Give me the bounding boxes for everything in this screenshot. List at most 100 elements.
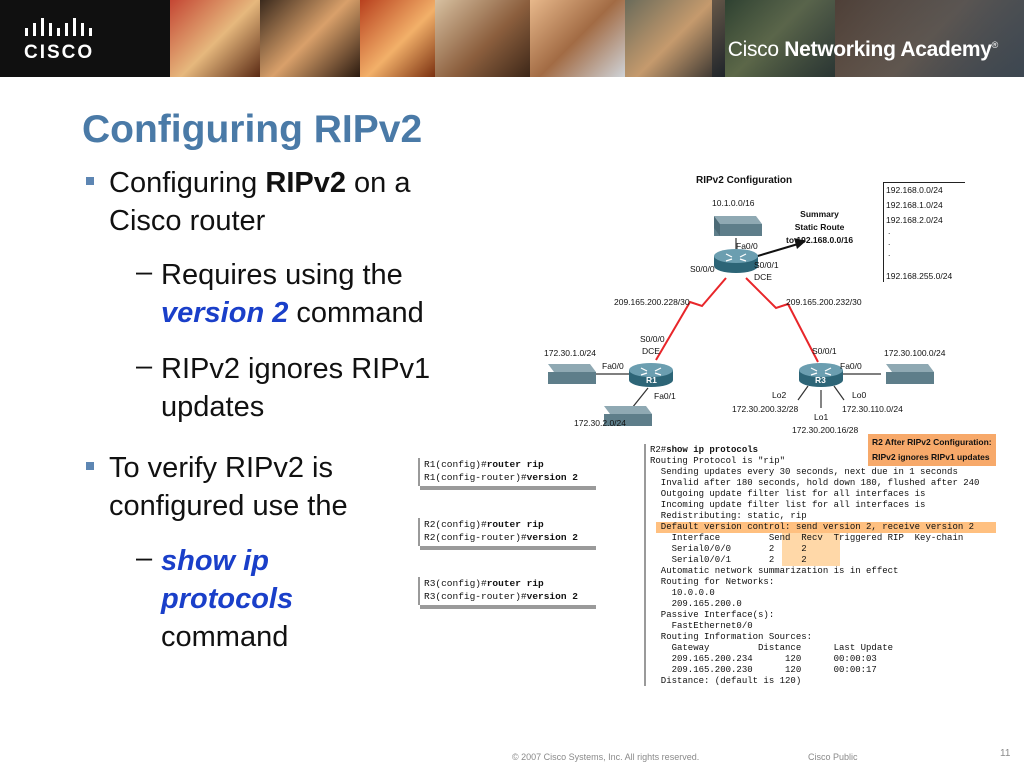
- sub-bullet-dash: –: [136, 542, 153, 574]
- output-line: 10.0.0.0: [650, 588, 715, 598]
- output-line: Automatic network summarization is in ef…: [650, 566, 899, 576]
- output-line: Invalid after 180 seconds, hold down 180…: [650, 478, 980, 488]
- r3-lo1-label: Lo1: [814, 412, 829, 422]
- show-ip-protocols-output: R2#show ip protocols Routing Protocol is…: [644, 444, 996, 686]
- r1-command-box: R1(config)#router rip R1(config-router)#…: [418, 458, 596, 490]
- output-line: 209.165.200.230 120 00:00:17: [650, 665, 877, 675]
- r1-dce-label: DCE: [642, 346, 660, 356]
- r2-lan-label: 10.1.0.0/16: [712, 198, 755, 208]
- r2-fa00-label: Fa0/0: [736, 241, 758, 251]
- output-line: Gateway Distance Last Update: [650, 643, 894, 653]
- summary-net-ellipsis: .: [888, 248, 891, 258]
- r3-lo0-label: Lo0: [852, 390, 867, 400]
- academy-name: Cisco Networking Academy®: [727, 38, 999, 61]
- serial-link-r2-r3: [745, 277, 819, 363]
- summary-networks-bracket: [883, 182, 965, 282]
- output-command-line: R2#show ip protocols: [650, 445, 759, 455]
- output-line: Sending updates every 30 seconds, next d…: [650, 467, 958, 477]
- r1-s000-label: S0/0/0: [640, 334, 665, 344]
- summary-net: 192.168.0.0/24: [886, 185, 943, 195]
- serial-link-r1-r2: [655, 277, 727, 361]
- cisco-logo: CISCO: [0, 0, 170, 77]
- router-icon: [714, 249, 758, 273]
- header-banner: Cisco Networking Academy® CISCO: [0, 0, 1024, 77]
- banner-photo-1: [160, 0, 260, 77]
- topology-graphics: [548, 216, 934, 426]
- output-line: 209.165.200.234 120 00:00:03: [650, 654, 877, 664]
- r3-name: R3: [815, 375, 826, 385]
- send-recv-highlight: [782, 533, 840, 566]
- r1-lan2-label: 172.30.2.0/24: [574, 418, 626, 428]
- sub-bullet-dash: –: [136, 350, 153, 382]
- diagram-title: RIPv2 Configuration: [696, 175, 793, 186]
- output-line: Default version control: send version 2,…: [650, 522, 975, 532]
- output-line: Passive Interface(s):: [650, 610, 775, 620]
- r1-fa00-label: Fa0/0: [602, 361, 624, 371]
- summary-net: 192.168.1.0/24: [886, 200, 943, 210]
- switch-icon: [604, 406, 652, 426]
- r3-lo0-net: 172.30.110.0/24: [842, 404, 903, 414]
- output-line: Serial0/0/0 2 2: [650, 544, 807, 554]
- sub-bullet-ignores: RIPv2 ignores RIPv1 updates: [161, 353, 431, 423]
- switch-icon: [886, 364, 934, 384]
- r2-s001-label: S0/0/1: [754, 260, 779, 270]
- slide-title: Configuring RIPv2: [82, 108, 423, 151]
- link-r1-r2-label: 209.165.200.228/30: [614, 297, 690, 307]
- bullet-marker: [86, 462, 94, 470]
- page-number: 11: [1000, 748, 1011, 759]
- output-line: 209.165.200.0: [650, 599, 742, 609]
- r2-command-box: R2(config)#router rip R2(config-router)#…: [418, 518, 596, 550]
- output-line: Redistributing: static, rip: [650, 511, 807, 521]
- output-line: Distance: (default is 120): [650, 676, 802, 686]
- academy-overlay: Cisco Networking Academy®: [712, 0, 1024, 77]
- r1-fa01-label: Fa0/1: [654, 391, 676, 401]
- version-control-highlight: [656, 522, 996, 533]
- r2-dce-label: DCE: [754, 272, 772, 282]
- output-line: FastEthernet0/0: [650, 621, 753, 631]
- banner-photo-2: [260, 0, 360, 77]
- router-icon: [629, 363, 673, 387]
- r3-fa00-label: Fa0/0: [840, 361, 862, 371]
- sub-bullet-version: Requires using the version 2 command: [161, 259, 424, 329]
- r3-lo2-label: Lo2: [772, 390, 787, 400]
- summary-net-ellipsis: .: [888, 237, 891, 247]
- link-r2-r3-label: 209.165.200.232/30: [786, 297, 862, 307]
- banner-photo-6: [625, 0, 725, 77]
- output-line: Serial0/0/1 2 2: [650, 555, 807, 565]
- output-line: Routing for Networks:: [650, 577, 775, 587]
- output-line: Interface Send Recv Triggered RIP Key-ch…: [650, 533, 964, 543]
- r3-s001-label: S0/0/1: [812, 346, 837, 356]
- topology-diagram: RIPv2 Configuration Summary Static Route…: [536, 168, 1016, 438]
- output-line: Incoming update filter list for all inte…: [650, 500, 926, 510]
- switch-icon: [714, 216, 762, 236]
- output-line: Routing Information Sources:: [650, 632, 813, 642]
- sub-bullet-dash: –: [136, 256, 153, 288]
- r1-lan1-label: 172.30.1.0/24: [544, 348, 596, 358]
- footer-copyright: © 2007 Cisco Systems, Inc. All rights re…: [512, 752, 700, 762]
- r3-command-box: R3(config)#router rip R3(config-router)#…: [418, 577, 596, 609]
- summary-net: 192.168.2.0/24: [886, 215, 943, 225]
- r1-name: R1: [646, 375, 657, 385]
- bullet-configuring: Configuring RIPv2 on a Cisco router: [109, 167, 411, 237]
- banner-photo-5: [530, 0, 625, 77]
- output-line: Outgoing update filter list for all inte…: [650, 489, 926, 499]
- r2-name: R2: [729, 271, 740, 281]
- summary-net-ellipsis: .: [888, 226, 891, 236]
- bullet-marker: [86, 177, 94, 185]
- r3-lan-label: 172.30.100.0/24: [884, 348, 946, 358]
- router-icon: [799, 363, 843, 387]
- banner-photo-3: [360, 0, 435, 77]
- bullet-verify: To verify RIPv2 is configured use the: [109, 452, 348, 522]
- summary-net: 192.168.255.0/24: [886, 271, 953, 281]
- static-route-arrow: [750, 243, 799, 259]
- footer-classification: Cisco Public: [808, 752, 858, 762]
- r2-after-callout: R2 After RIPv2 Configuration: RIPv2 igno…: [868, 434, 996, 466]
- arrowhead-icon: [794, 238, 806, 249]
- sub-bullet-show-ip: show ip protocols command: [161, 545, 294, 653]
- r3-lo2-net: 172.30.200.32/28: [732, 404, 799, 414]
- output-line: Routing Protocol is "rip": [650, 456, 786, 466]
- summary-route-label: Summary Static Route to 192.168.0.0/16: [786, 209, 854, 245]
- banner-photo-4: [435, 0, 530, 77]
- cisco-bridge-icon: [25, 18, 92, 36]
- r3-lo1-net: 172.30.200.16/28: [792, 425, 859, 435]
